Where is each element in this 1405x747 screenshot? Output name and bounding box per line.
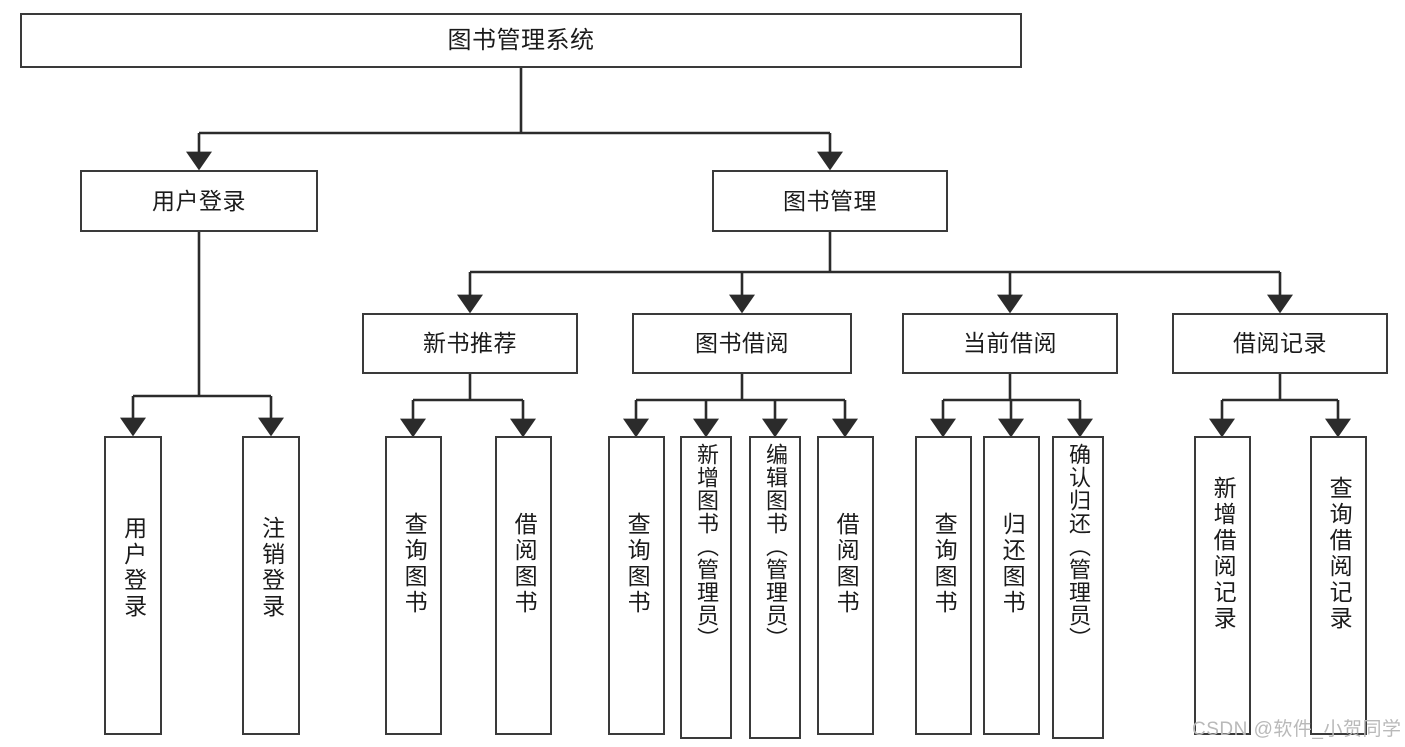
node-leaf-borrow-book[interactable]: 借阅图书 [817, 436, 874, 735]
node-label: 图书借阅 [695, 330, 789, 357]
node-label: 新增图书（管理员） [693, 443, 719, 650]
node-leaf-return-book[interactable]: 归还图书 [983, 436, 1040, 735]
node-book-management[interactable]: 图书管理 [712, 170, 948, 232]
node-root-book-management-system[interactable]: 图书管理系统 [20, 13, 1022, 68]
node-leaf-query-borrow-record[interactable]: 查询借阅记录 [1310, 436, 1367, 735]
node-user-login[interactable]: 用户登录 [80, 170, 318, 232]
node-label: 归还图书 [999, 512, 1026, 616]
node-leaf-user-login[interactable]: 用户登录 [104, 436, 162, 735]
node-label: 新增借阅记录 [1210, 476, 1237, 632]
csdn-watermark: CSDN @软件_小贺同学 [1192, 719, 1402, 740]
node-label: 图书管理 [783, 187, 877, 214]
node-label: 注销登录 [258, 516, 285, 620]
node-label: 用户登录 [152, 187, 246, 214]
node-label: 借阅图书 [833, 512, 860, 616]
node-label: 借阅记录 [1233, 330, 1327, 357]
node-label: 图书管理系统 [447, 26, 595, 54]
node-leaf-query-book-current[interactable]: 查询图书 [915, 436, 972, 735]
node-label: 借阅图书 [511, 512, 538, 616]
node-leaf-add-borrow-record[interactable]: 新增借阅记录 [1194, 436, 1251, 735]
node-label: 查询借阅记录 [1326, 476, 1353, 632]
node-label: 当前借阅 [963, 330, 1057, 357]
node-new-book-recommend[interactable]: 新书推荐 [362, 313, 578, 374]
node-leaf-borrow-book-recommend[interactable]: 借阅图书 [495, 436, 552, 735]
node-leaf-add-book[interactable]: 新增图书（管理员） [680, 436, 732, 739]
node-borrow-record[interactable]: 借阅记录 [1172, 313, 1388, 374]
node-current-borrow[interactable]: 当前借阅 [902, 313, 1118, 374]
node-label: 查询图书 [624, 512, 651, 616]
node-label: 编辑图书（管理员） [762, 443, 788, 650]
node-book-borrow[interactable]: 图书借阅 [632, 313, 852, 374]
node-leaf-confirm-return[interactable]: 确认归还（管理员） [1052, 436, 1104, 739]
node-leaf-query-book-borrow[interactable]: 查询图书 [608, 436, 665, 735]
node-leaf-edit-book[interactable]: 编辑图书（管理员） [749, 436, 801, 739]
node-label: 查询图书 [401, 512, 428, 616]
node-leaf-logout-login[interactable]: 注销登录 [242, 436, 300, 735]
node-label: 查询图书 [931, 512, 958, 616]
node-leaf-query-book-recommend[interactable]: 查询图书 [385, 436, 442, 735]
node-label: 新书推荐 [423, 330, 517, 357]
node-label: 确认归还（管理员） [1065, 443, 1091, 650]
node-label: 用户登录 [120, 516, 147, 620]
